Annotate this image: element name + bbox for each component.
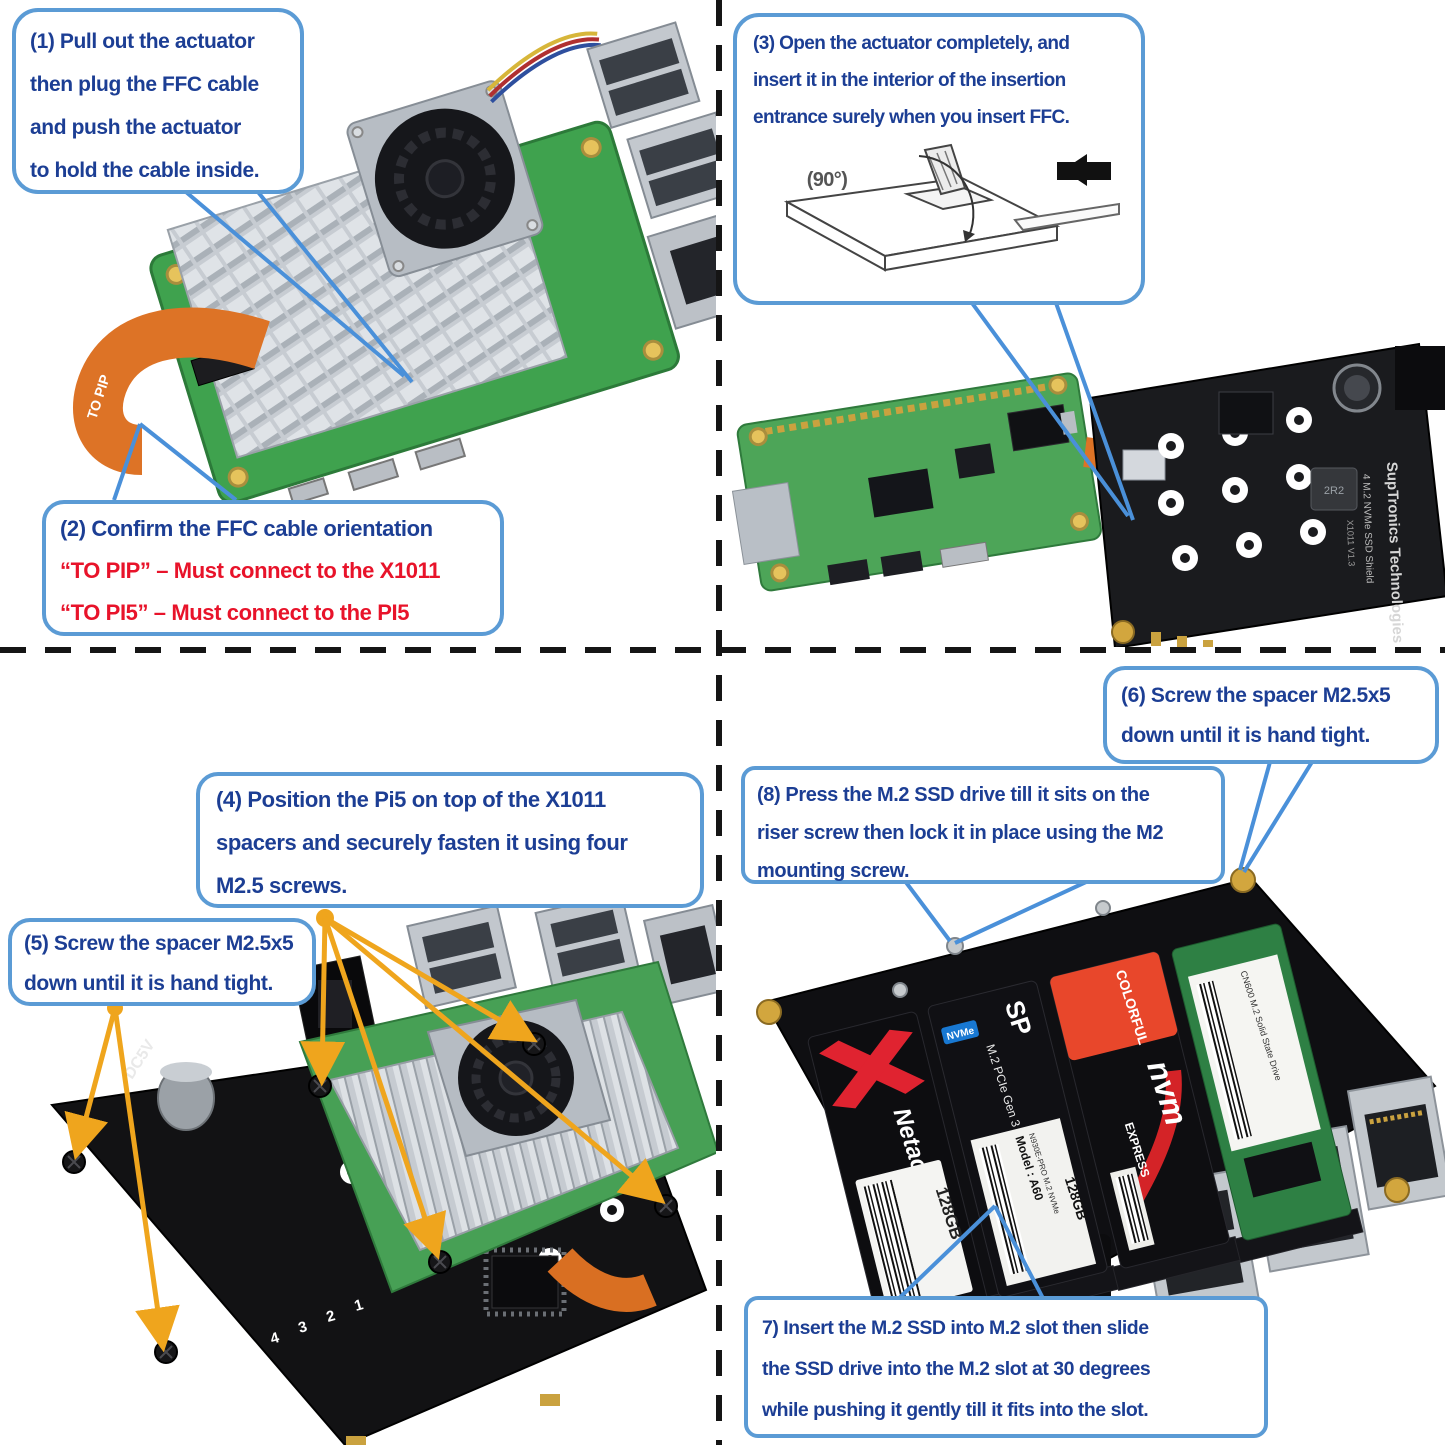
step-text: 7) Insert the M.2 SSD into M.2 slot then… <box>762 1317 1149 1339</box>
step-text: and push the actuator <box>30 116 241 139</box>
pi5-on-x1011 <box>298 892 716 1312</box>
callout-step-2: (2) Confirm the FFC cable orientation “T… <box>42 500 504 636</box>
step-text: to hold the cable inside. <box>30 159 260 182</box>
pi-board-bottom <box>731 372 1102 592</box>
ssd-sp: SP NVMe M.2 PCIe Gen 3 SSD Model : A60 N… <box>927 980 1120 1321</box>
step-text: (8) Press the M.2 SSD drive till it sits… <box>757 784 1150 806</box>
leader-lines <box>889 760 1314 1308</box>
callout-step-5: (5) Screw the spacer M2.5x5 down until i… <box>8 918 316 1006</box>
leader-lines <box>970 301 1135 521</box>
micro-hdmi-port <box>414 437 467 471</box>
ffc-socket <box>1122 449 1166 481</box>
inductor <box>1310 467 1358 511</box>
photo-pi5-mounted: DC5V 4 3 2 1 <box>50 892 716 1445</box>
step-text: entrance surely when you insert FFC. <box>753 107 1070 128</box>
photo-pi-and-x1011: 2R2 SupTronics Technologies 4 M.2 NVMe S… <box>731 301 1445 647</box>
vertical-divider <box>716 0 722 1445</box>
step-text: (3) Open the actuator completely, and <box>753 33 1070 54</box>
step-text: (6) Screw the spacer M2.5x5 <box>1121 684 1391 707</box>
fan-wire <box>486 31 598 92</box>
step-text: (1) Pull out the actuator <box>30 30 255 53</box>
x1011-product-text: 4 M.2 NVMe SSD Shield <box>1360 474 1375 584</box>
step-text: (4) Position the Pi5 on top of the X1011 <box>216 787 606 812</box>
yellow-arrows <box>64 909 666 1353</box>
step-text: (5) Screw the spacer M2.5x5 <box>24 932 294 955</box>
step-text: riser screw then lock it in place using … <box>757 822 1164 844</box>
callout-step-6: (6) Screw the spacer M2.5x5 down until i… <box>1103 666 1439 764</box>
mounting-screws <box>892 900 1111 998</box>
step-text: mounting screw. <box>757 860 910 882</box>
controller-chip <box>491 1255 559 1309</box>
dc-jack <box>1395 346 1445 410</box>
svg-text:2R2: 2R2 <box>1324 485 1344 497</box>
horizontal-divider <box>0 647 1445 653</box>
callout-step-3: (3) Open the actuator completely, and in… <box>733 13 1145 305</box>
step-text: then plug the FFC cable <box>30 73 259 96</box>
step-text: insert it in the interior of the inserti… <box>753 70 1066 91</box>
usb-stack <box>406 904 518 1010</box>
angle-label: (90°) <box>807 169 848 191</box>
photo-pi5-ffc: TO PIP <box>73 21 716 506</box>
step-text: the SSD drive into the M.2 slot at 30 de… <box>762 1358 1151 1380</box>
usb-c-port <box>287 477 330 506</box>
x1011-board: 2R2 SupTronics Technologies 4 M.2 NVMe S… <box>1088 342 1445 647</box>
step-text: down until it is hand tight. <box>1121 724 1370 747</box>
ffc-cable-art <box>1013 202 1120 232</box>
ssd-colorful: COLORFUL nvm EXPRESS <box>1049 951 1242 1292</box>
callout-step-8: (8) Press the M.2 SSD drive till it sits… <box>741 766 1225 884</box>
x1011-version-text: X1011 V1.3 <box>1345 520 1357 567</box>
actuator-flap <box>923 143 967 196</box>
step-text: down until it is hand tight. <box>24 972 273 995</box>
ffc-cable <box>547 1248 657 1312</box>
callout-step-4: (4) Position the Pi5 on top of the X1011… <box>196 772 704 908</box>
sd-card-slot <box>1007 403 1070 452</box>
port-shield <box>731 481 800 565</box>
step-text: while pushing it gently till it fits int… <box>762 1399 1149 1421</box>
step-text: M2.5 screws. <box>216 873 347 898</box>
brass-standoff <box>1111 620 1135 644</box>
ssd-green: CN600 M.2 Solid State Drive <box>1171 923 1364 1264</box>
x1011-brand-text: SupTronics Technologies <box>1383 462 1406 644</box>
leader-lines <box>112 190 414 502</box>
ssd-netac: Netac 128GB <box>807 1011 1000 1352</box>
step-text: (2) Confirm the FFC cable orientation <box>60 516 433 541</box>
pi5-board <box>149 21 716 506</box>
micro-hdmi-port <box>347 457 400 492</box>
ffc-cable <box>73 307 270 475</box>
callout-step-1: (1) Pull out the actuator then plug the … <box>12 8 304 194</box>
step-text: spacers and securely fasten it using fou… <box>216 830 628 855</box>
step-text-warning: “TO PIP” – Must connect to the X1011 <box>60 558 441 583</box>
photo-x1011-with-ssds: Netac 128GB SP NVMe M.2 PCIe Gen 3 SSD M… <box>756 760 1445 1352</box>
ffc-actuator-diagram: (90°) <box>783 143 1120 272</box>
callout-step-7: 7) Insert the M.2 SSD into M.2 slot then… <box>744 1296 1268 1438</box>
step-text-warning: “TO PI5” – Must connect to the PI5 <box>60 600 410 625</box>
